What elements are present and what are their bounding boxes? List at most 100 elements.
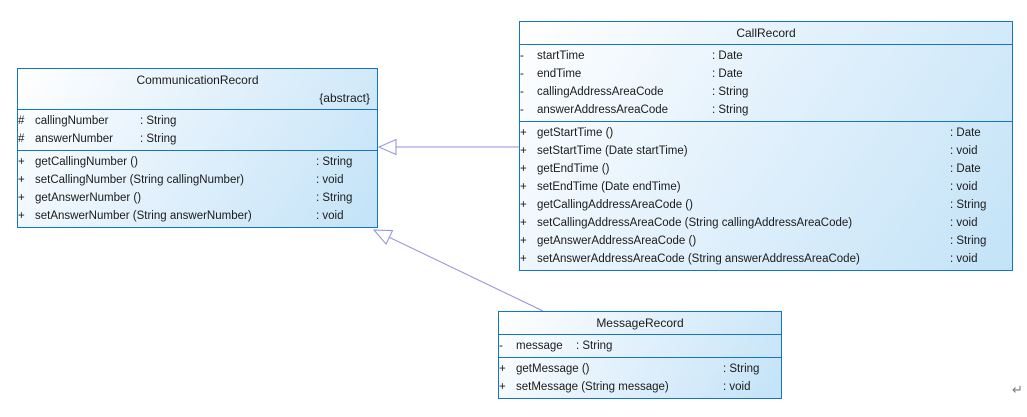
title-compartment: CommunicationRecord {abstract}: [18, 69, 377, 109]
visibility-symbol: +: [520, 181, 527, 193]
visibility-symbol: #: [18, 115, 25, 127]
visibility-symbol: +: [18, 156, 25, 168]
member-signature: endTime: [537, 68, 582, 80]
visibility-symbol: -: [520, 50, 524, 62]
member-row: +getAnswerNumber (): String: [18, 189, 352, 207]
methods-compartment: + getStartTime () : Date + setStartTime (Dat…: [520, 121, 1012, 270]
member-row: + getMessage () : String: [499, 360, 759, 378]
class-name: CommunicationRecord: [136, 73, 259, 87]
visibility-symbol: -: [499, 340, 503, 352]
member-row: + getCallingNumber () : String: [18, 153, 352, 171]
member-row: + setStartTime (Date startTime) : void: [520, 142, 986, 160]
member-type: : String: [140, 133, 177, 145]
generalization-messagerecord-to-communicationrecord: [372, 229, 544, 312]
member-signature: startTime: [537, 50, 585, 62]
member-row: - answerAddressAreaCode : String: [520, 101, 748, 119]
visibility-symbol: +: [520, 217, 527, 229]
member-row: + getAnswerAddressAreaCode () : String: [520, 232, 986, 250]
hollow-triangle-arrowhead: [372, 229, 394, 246]
hollow-triangle-arrowhead: [377, 138, 397, 156]
member-row: + setCallingNumber (String callingNumber)…: [18, 171, 352, 189]
member-signature: getStartTime (): [537, 127, 614, 139]
member-signature: setMessage (String message): [516, 381, 669, 393]
member-type: : String: [140, 115, 177, 127]
member-type: : void: [950, 145, 978, 157]
class-box-call-record[interactable]: CallRecord - startTime : Date - endTime : Dat…: [519, 21, 1013, 271]
member-type: : String: [316, 192, 353, 204]
visibility-symbol: +: [520, 199, 527, 211]
member-type: : void: [950, 253, 978, 265]
member-type: : void: [316, 210, 344, 222]
class-name: CallRecord: [736, 26, 796, 40]
member-signature: getAnswerNumber (): [35, 192, 142, 204]
member-type: : Date: [712, 50, 743, 62]
member-signature: getMessage (): [516, 363, 590, 375]
visibility-symbol: +: [520, 235, 527, 247]
member-signature: getCallingNumber (): [35, 156, 138, 168]
member-type: : void: [723, 381, 751, 393]
visibility-symbol: -: [520, 86, 524, 98]
member-type: : void: [316, 174, 344, 186]
visibility-symbol: #: [18, 133, 25, 145]
member-row: + getCallingAddressAreaCode () : String: [520, 196, 986, 214]
member-row: + getEndTime () : Date: [520, 160, 986, 178]
member-type: : void: [950, 181, 978, 193]
member-row: + setAnswerNumber (String answerNumber) : …: [18, 207, 352, 225]
visibility-symbol: +: [520, 145, 527, 157]
member-type: : String: [723, 363, 760, 375]
visibility-symbol: +: [520, 253, 527, 265]
visibility-symbol: +: [18, 210, 25, 222]
member-type: : String: [950, 235, 987, 247]
member-row: + setEndTime (Date endTime) : void: [520, 178, 986, 196]
member-signature: callingNumber: [35, 115, 109, 127]
member-signature: setAnswerAddressAreaCode (String answerA…: [537, 253, 860, 265]
member-row: # answerNumber : String: [18, 130, 176, 148]
member-type: : String: [576, 340, 613, 352]
visibility-symbol: -: [520, 68, 524, 80]
member-row: - endTime : Date: [520, 65, 748, 83]
title-compartment: MessageRecord: [499, 312, 781, 334]
member-row: + setAnswerAddressAreaCode (String answer…: [520, 250, 986, 268]
member-signature: getAnswerAddressAreaCode (): [537, 235, 697, 247]
member-signature: getCallingAddressAreaCode (): [537, 199, 693, 211]
member-signature: setEndTime (Date endTime): [537, 181, 681, 193]
member-row: # callingNumber : String: [18, 112, 176, 130]
visibility-symbol: +: [520, 127, 527, 139]
member-type: : Date: [712, 68, 743, 80]
methods-compartment: + getCallingNumber () : String + setCallingN…: [18, 150, 377, 227]
member-signature: message: [516, 340, 563, 352]
member-signature: setAnswerNumber (String answerNumber): [35, 210, 252, 222]
attributes-compartment: # callingNumber : String # answerNumber : Str…: [18, 109, 377, 150]
member-row: + getStartTime () : Date: [520, 124, 986, 142]
member-signature: answerAddressAreaCode: [537, 104, 669, 116]
member-signature: answerNumber: [35, 133, 113, 145]
member-type: : Date: [950, 163, 981, 175]
class-box-communication-record[interactable]: CommunicationRecord {abstract} # callingN…: [17, 68, 378, 228]
paragraph-return-mark: ↵: [1012, 382, 1023, 397]
attributes-compartment: - message : String: [499, 334, 781, 357]
member-signature: getEndTime (): [537, 163, 610, 175]
abstract-stereotype: {abstract}: [319, 91, 370, 105]
visibility-symbol: +: [520, 163, 527, 175]
member-type: : void: [950, 217, 978, 229]
class-name: MessageRecord: [596, 316, 684, 330]
member-signature: setStartTime (Date startTime): [537, 145, 688, 157]
attributes-compartment: - startTime : Date - endTime : Date - callingAd…: [520, 44, 1012, 121]
member-type: : String: [316, 156, 353, 168]
visibility-symbol: +: [18, 174, 25, 186]
member-type: : String: [950, 199, 987, 211]
visibility-symbol: -: [520, 104, 524, 116]
member-type: : Date: [950, 127, 981, 139]
methods-compartment: + getMessage () : String+ setMessage (Strin…: [499, 357, 781, 398]
member-row: - startTime : Date: [520, 47, 748, 65]
member-signature: setCallingAddressAreaCode (String callin…: [537, 217, 853, 229]
member-signature: setCallingNumber (String callingNumber): [35, 174, 244, 186]
generalization-callrecord-to-communicationrecord: [377, 138, 519, 156]
visibility-symbol: +: [499, 363, 506, 375]
member-signature: callingAddressAreaCode: [537, 86, 664, 98]
member-row: -callingAddressAreaCode: String: [520, 83, 748, 101]
class-box-message-record[interactable]: MessageRecord - message : String + getMessa…: [498, 311, 782, 399]
member-type: : String: [712, 104, 749, 116]
title-compartment: CallRecord: [520, 22, 1012, 44]
